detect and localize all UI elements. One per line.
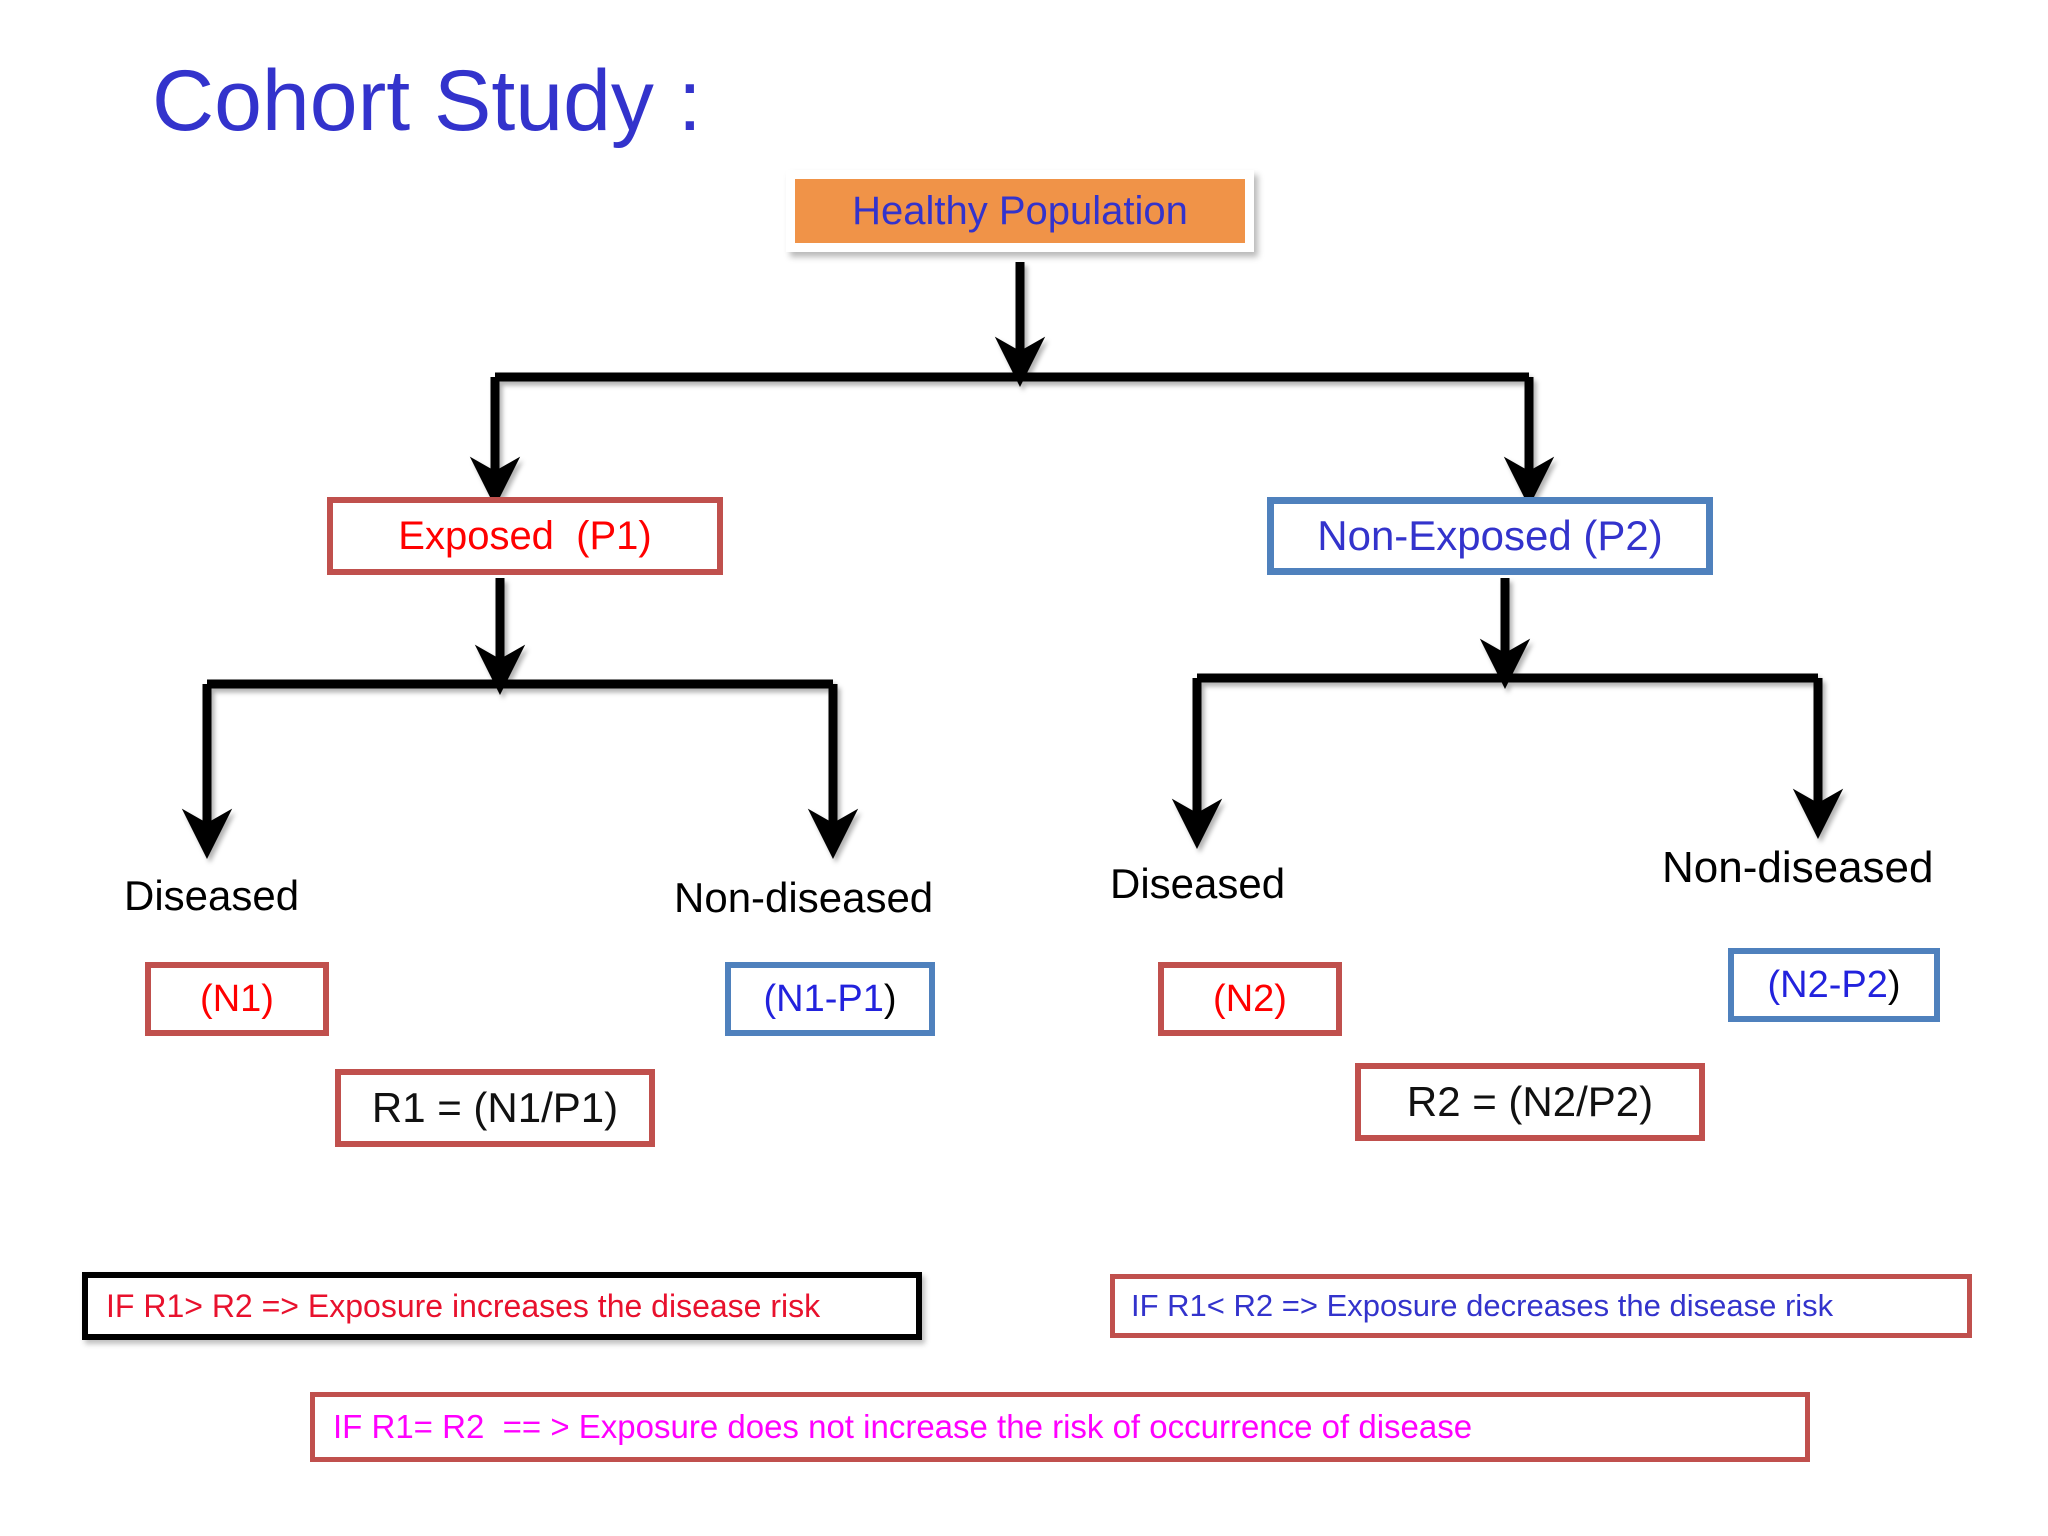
node-healthy-population: Healthy Population: [786, 170, 1254, 252]
non-diseased-count-exposed-closing-paren: ): [883, 977, 897, 1020]
node-diseased-count-exposed: (N1): [145, 962, 329, 1036]
conclusion-no-change-risk: IF R1= R2 == > Exposure does not increas…: [310, 1392, 1810, 1462]
label-diseased-left: Diseased: [124, 872, 300, 919]
conclusion-decrease-risk: IF R1< R2 => Exposure decreases the dise…: [1110, 1274, 1972, 1338]
non-diseased-count-exposed-main: (N1-P1: [763, 977, 884, 1020]
node-risk-non-exposed: R2 = (N2/P2): [1355, 1063, 1705, 1141]
node-diseased-count-non-exposed: (N2): [1158, 962, 1342, 1036]
label-non-diseased-right: Non-diseased: [1662, 843, 1934, 892]
label-diseased-right: Diseased: [1110, 860, 1286, 907]
node-non-exposed: Non-Exposed (P2): [1267, 497, 1713, 575]
node-exposed: Exposed (P1): [327, 497, 723, 575]
non-diseased-count-non-exposed-closing-paren: ): [1887, 963, 1901, 1006]
non-diseased-count-non-exposed-main: (N2-P2: [1767, 963, 1888, 1006]
node-non-diseased-count-exposed: (N1-P1): [725, 962, 935, 1036]
label-non-diseased-left: Non-diseased: [674, 874, 934, 921]
conclusion-increase-risk: IF R1> R2 => Exposure increases the dise…: [82, 1272, 922, 1340]
page-title: Cohort Study :: [152, 53, 702, 149]
node-non-diseased-count-non-exposed: (N2-P2): [1728, 948, 1940, 1022]
node-risk-exposed: R1 = (N1/P1): [335, 1069, 655, 1147]
